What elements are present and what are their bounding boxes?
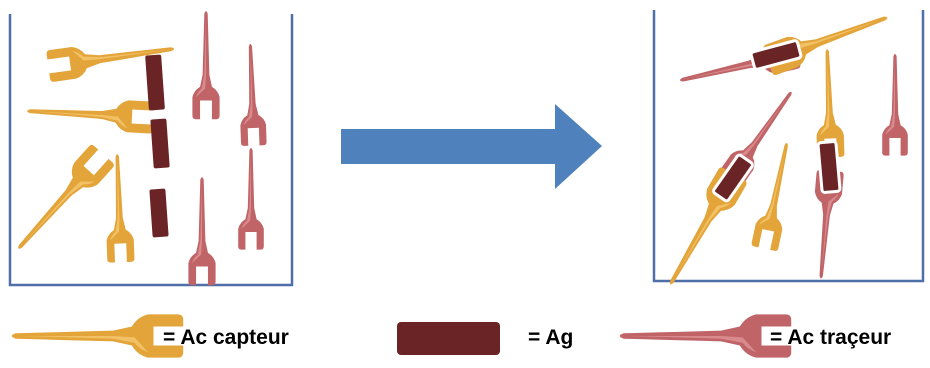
- capture-antibody-icon: [751, 140, 801, 252]
- antigen-rect: [749, 39, 803, 71]
- legend-antigen-label: = Ag: [528, 326, 574, 349]
- tracer-antibody-icon: [882, 54, 908, 156]
- tracer-antibody-icon: [238, 148, 264, 250]
- legend-tracer-antibody-label: = Ac traçeur: [770, 326, 892, 349]
- tracer-antibody-icon: [192, 11, 220, 120]
- tracer-antibody-icon: [237, 43, 267, 147]
- legend-capture-antibody-label: = Ac capteur: [163, 326, 289, 349]
- antigen-rect: [816, 140, 842, 194]
- legend-antigen-icon: [397, 322, 500, 355]
- right-arrow-icon: [341, 104, 602, 189]
- capture-antibody-icon: [6, 143, 116, 260]
- antigen-rect: [149, 188, 169, 238]
- tracer-antibody-icon: [188, 177, 216, 286]
- antigen-rect: [150, 118, 170, 169]
- legend-tracer-antibody-icon: [619, 314, 792, 358]
- right-container-outline: [652, 10, 925, 283]
- right-container: [652, 2, 925, 293]
- legend-capture-antibody-icon: [11, 314, 184, 358]
- left-container: [6, 11, 294, 287]
- antigen-rect: [145, 54, 165, 111]
- capture-antibody-icon: [26, 95, 155, 134]
- antigen-rect: [712, 153, 754, 203]
- left-container-outline: [8, 14, 294, 287]
